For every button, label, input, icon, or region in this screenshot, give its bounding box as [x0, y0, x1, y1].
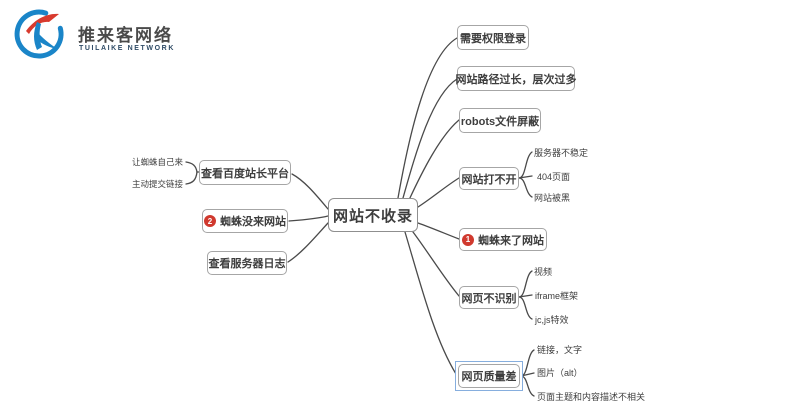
node-check-server-logs[interactable]: 查看服务器日志: [207, 251, 287, 275]
node-root-label: 网站不收录: [332, 207, 413, 225]
node-spider-came-label: 蜘蛛来了网站: [478, 234, 544, 247]
logo-subtitle: TUILAIKE NETWORK: [79, 45, 175, 52]
node-image-alt[interactable]: 图片（alt）: [537, 368, 583, 378]
node-content-irrelevant[interactable]: 页面主题和内容描述不相关: [537, 392, 646, 402]
node-check-baidu[interactable]: 查看百度站长平台: [199, 160, 291, 185]
node-page-not-recognized[interactable]: 网页不识别: [459, 286, 519, 309]
node-site-wont-open-label: 网站打不开: [461, 173, 517, 186]
node-404-page[interactable]: 404页面: [537, 172, 571, 182]
node-site-hacked[interactable]: 网站被黑: [534, 193, 571, 203]
badge-2: 2: [204, 215, 216, 227]
node-video[interactable]: 视频: [534, 267, 553, 277]
node-submit-links[interactable]: 主动提交链接: [131, 179, 183, 189]
node-need-login-label: 需要权限登录: [460, 32, 526, 45]
node-spider-came[interactable]: 1 蜘蛛来了网站: [459, 228, 547, 251]
node-path-too-long-label: 网站路径过长，层次过多: [455, 73, 577, 86]
node-server-unstable[interactable]: 服务器不稳定: [534, 148, 589, 158]
node-need-login[interactable]: 需要权限登录: [457, 25, 529, 50]
node-spider-not-come-label: 蜘蛛没来网站: [220, 216, 286, 228]
node-let-spider-come[interactable]: 让蜘蛛自己来: [131, 157, 183, 167]
badge-1: 1: [462, 233, 474, 246]
node-root[interactable]: 网站不收录: [328, 198, 418, 232]
node-site-wont-open[interactable]: 网站打不开: [459, 167, 519, 190]
node-page-not-recognized-label: 网页不识别: [461, 292, 517, 305]
node-iframe[interactable]: iframe框架: [535, 291, 579, 301]
node-js-effects[interactable]: jc,js特效: [535, 315, 569, 325]
node-check-server-logs-label: 查看服务器日志: [208, 258, 286, 270]
node-page-quality-poor-selection: 网页质量差: [455, 361, 523, 391]
node-page-quality-poor[interactable]: 网页质量差: [458, 364, 520, 388]
node-robots-block-label: robots文件屏蔽: [460, 115, 540, 128]
logo: 推来客网络 TUILAIKE NETWORK: [10, 4, 220, 62]
logo-title: 推来客网络: [78, 26, 173, 45]
logo-mark-icon: [14, 9, 64, 59]
node-spider-not-come[interactable]: 2 蜘蛛没来网站: [202, 209, 288, 233]
node-robots-block[interactable]: robots文件屏蔽: [459, 108, 541, 133]
node-links-text[interactable]: 链接，文字: [537, 345, 583, 355]
node-path-too-long[interactable]: 网站路径过长，层次过多: [455, 66, 577, 91]
node-check-baidu-label: 查看百度站长平台: [201, 167, 289, 180]
node-page-quality-poor-label: 网页质量差: [461, 371, 517, 383]
